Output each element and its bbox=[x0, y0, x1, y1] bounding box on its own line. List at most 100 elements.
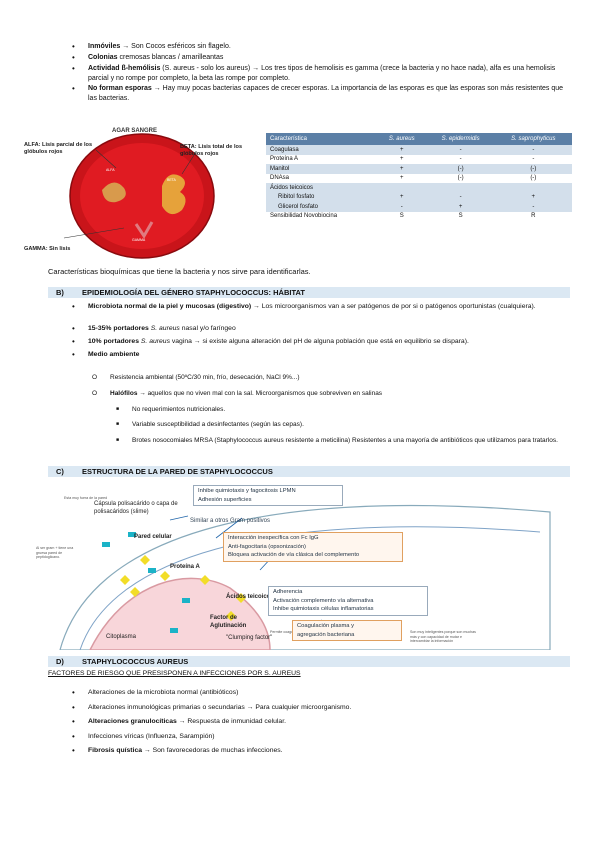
section-b-header: B) EPIDEMIOLOGÍA DEL GÉNERO STAPHYLOCOCC… bbox=[48, 287, 570, 298]
agar-title: AGAR SANGRE bbox=[112, 128, 158, 134]
table-cell: + bbox=[400, 156, 404, 163]
list-item: Alteraciones granulocíticas → Respuesta … bbox=[72, 717, 572, 727]
section-d-header: D) STAPHYLOCOCCUS AUREUS bbox=[48, 656, 570, 667]
table-cell: Sensibilidad Novobiocina bbox=[270, 213, 338, 220]
table-cell: R bbox=[531, 213, 536, 220]
note-left: Al ser gram + tiene una gruesa pared de … bbox=[36, 546, 74, 559]
section-d-bullets: Alteraciones de la microbiota normal (an… bbox=[72, 688, 572, 756]
list-item: Infecciones víricas (Influenza, Sarampió… bbox=[72, 732, 572, 742]
section-d-subtitle: FACTORES DE RIESGO QUE PRESISPONEN A INF… bbox=[48, 670, 301, 677]
sub-text: Halófilos → aquellos que no viven mal co… bbox=[110, 390, 383, 397]
beta-label: BETA: Lisis total de los glóbulos rojos bbox=[180, 144, 243, 157]
capsule-info-box: Inhibe quimiotaxis y fagocitosis LPMN Ad… bbox=[193, 485, 343, 506]
table-cell: Manitol bbox=[266, 164, 377, 174]
capsule-label: Cápsula polisacárido o capa de polisacár… bbox=[94, 501, 178, 515]
table-header: S. epidermidis bbox=[426, 133, 495, 145]
list-item: No forman esporas → Hay muy pocas bacter… bbox=[72, 84, 572, 104]
list-item: Alteraciones de la microbiota normal (an… bbox=[72, 688, 572, 698]
teichoic-acids-label: Ácidos teicoicos bbox=[226, 594, 274, 600]
sub-text: Resistencia ambiental (50ºC/30 min, frío… bbox=[110, 374, 300, 381]
table-cell: (-) bbox=[530, 175, 537, 182]
list-item: Inmóviles → Son Cocos esféricos sin flag… bbox=[72, 42, 572, 53]
table-cell: Ácidos teicoicos bbox=[266, 183, 377, 193]
list-item: Colonias cremosas blancas / amarilleanta… bbox=[72, 53, 572, 64]
table-cell: - bbox=[426, 145, 495, 155]
sub2-list-item: Variable susceptibilidad a desinfectante… bbox=[116, 420, 592, 429]
factor-label: Factor de Aglutinación bbox=[210, 615, 247, 629]
list-item: Actividad ß-hemólisis (S. aureus - solo … bbox=[72, 64, 572, 84]
alfa-label: ALFA: Lisis parcial de los glóbulos rojo… bbox=[24, 142, 93, 155]
small-alfa-label: ALFA bbox=[106, 168, 115, 172]
table-header: Característica bbox=[266, 133, 377, 145]
top-bullet-list: Inmóviles → Son Cocos esféricos sin flag… bbox=[72, 42, 572, 104]
wall-label: Pared celular bbox=[134, 534, 172, 540]
table-cell: (-) bbox=[426, 164, 495, 174]
table-cell: + bbox=[376, 192, 427, 202]
teichoic-info-box: Adherencia Activación complemento vía al… bbox=[268, 586, 428, 616]
table-header: S. aureus bbox=[376, 133, 427, 145]
section-c-header: C) ESTRUCTURA DE LA PARED DE STAPHYLOCOC… bbox=[48, 466, 570, 477]
cytoplasm-label: Citoplasma bbox=[106, 634, 137, 640]
table-cell: + bbox=[376, 164, 427, 174]
cell-wall-diagram: Esta muy fuera de la pared Cápsula polis… bbox=[30, 480, 575, 651]
table-row: Coagulasa+-- bbox=[266, 145, 572, 155]
table-cell: - bbox=[459, 156, 462, 163]
section-number: C) bbox=[56, 467, 64, 476]
table-cell: - bbox=[494, 202, 572, 212]
table-cell: Proteína A bbox=[270, 156, 299, 163]
table-cell: Ribitol fosfato bbox=[266, 192, 377, 202]
sub2-list-item: Brotes nosocomiales MRSA (Staphylococcus… bbox=[116, 436, 572, 445]
table-row: Glicerol fosfato-+- bbox=[266, 202, 572, 212]
table-row: Proteína A + - - bbox=[266, 155, 572, 165]
table-row: Ribitol fosfato+-+ bbox=[266, 192, 572, 202]
list-item: Microbiota normal de la piel y mucosas (… bbox=[72, 302, 572, 324]
table-header: S. saprophyticus bbox=[494, 133, 572, 145]
small-beta-label: BETA bbox=[167, 178, 176, 182]
table-cell: + bbox=[426, 202, 495, 212]
protein-a-label: Proteína A bbox=[170, 564, 200, 570]
protein-a-info-box: Interacción inespecífica con Fc IgG Anti… bbox=[223, 532, 403, 562]
section-title: EPIDEMIOLOGÍA DEL GÉNERO STAPHYLOCOCCUS:… bbox=[82, 288, 305, 297]
clumping-label: "Clumping factor" bbox=[226, 635, 273, 641]
table-row: Manitol+(-)(-) bbox=[266, 164, 572, 174]
list-item: Fibrosis quística → Son favorecedoras de… bbox=[72, 746, 572, 756]
list-item: Alteraciones inmunológicas primarias o s… bbox=[72, 703, 572, 713]
table-cell: Glicerol fosfato bbox=[266, 202, 377, 212]
table-cell: DNAsa bbox=[270, 175, 290, 182]
sub-marker: O bbox=[92, 390, 98, 397]
gamma-label: GAMMA: Sin lisis bbox=[24, 246, 71, 252]
table-cell: S bbox=[399, 213, 404, 220]
section-number: B) bbox=[56, 288, 64, 297]
table-cell: - bbox=[426, 192, 495, 202]
sub2-list-item: No requerimientos nutricionales. bbox=[116, 405, 592, 414]
table-cell: (-) bbox=[494, 164, 572, 174]
biochemical-table: Característica S. aureus S. epidermidis … bbox=[266, 133, 572, 221]
table-row: Sensibilidad Novobiocina S S R bbox=[266, 212, 572, 222]
table-cell: S bbox=[458, 213, 463, 220]
table-row: Ácidos teicoicos bbox=[266, 183, 572, 193]
table-cell bbox=[494, 183, 572, 193]
note-right: Son muy inteligentes porque son muchas m… bbox=[410, 630, 476, 643]
small-gamma-label: GAMMA bbox=[132, 238, 146, 242]
table-cell: - bbox=[376, 202, 427, 212]
note-top: Esta muy fuera de la pared bbox=[64, 496, 108, 500]
table-header-row: Característica S. aureus S. epidermidis … bbox=[266, 133, 572, 145]
agar-plate-drawing bbox=[63, 133, 215, 259]
similar-gram-label: Similar a otros Gram positivos bbox=[190, 518, 271, 524]
list-item: Medio ambiente bbox=[72, 350, 572, 360]
sub-marker: O bbox=[92, 374, 98, 381]
table-cell: - bbox=[532, 156, 535, 163]
table-cell: Coagulasa bbox=[266, 145, 377, 155]
table-cell: (-) bbox=[457, 175, 464, 182]
table-row: DNAsa+(-)(-) bbox=[266, 174, 572, 184]
factor-info-box: Coagulación plasma y agregación bacteria… bbox=[292, 620, 402, 641]
agar-plate-figure: AGAR SANGRE ALFA: Lisis parcial de los g… bbox=[24, 128, 260, 260]
section-b-bullets: Microbiota normal de la piel y mucosas (… bbox=[72, 302, 572, 360]
section-title: STAPHYLOCOCCUS AUREUS bbox=[82, 657, 189, 666]
list-item: 15-35% portadores S. aureus nasal y/o fa… bbox=[72, 324, 572, 337]
table-cell: + bbox=[494, 192, 572, 202]
table-cell: + bbox=[376, 145, 427, 155]
table-caption: Características bioquímicas que tiene la… bbox=[48, 267, 311, 276]
section-title: ESTRUCTURA DE LA PARED DE STAPHYLOCOCCUS bbox=[82, 467, 273, 476]
